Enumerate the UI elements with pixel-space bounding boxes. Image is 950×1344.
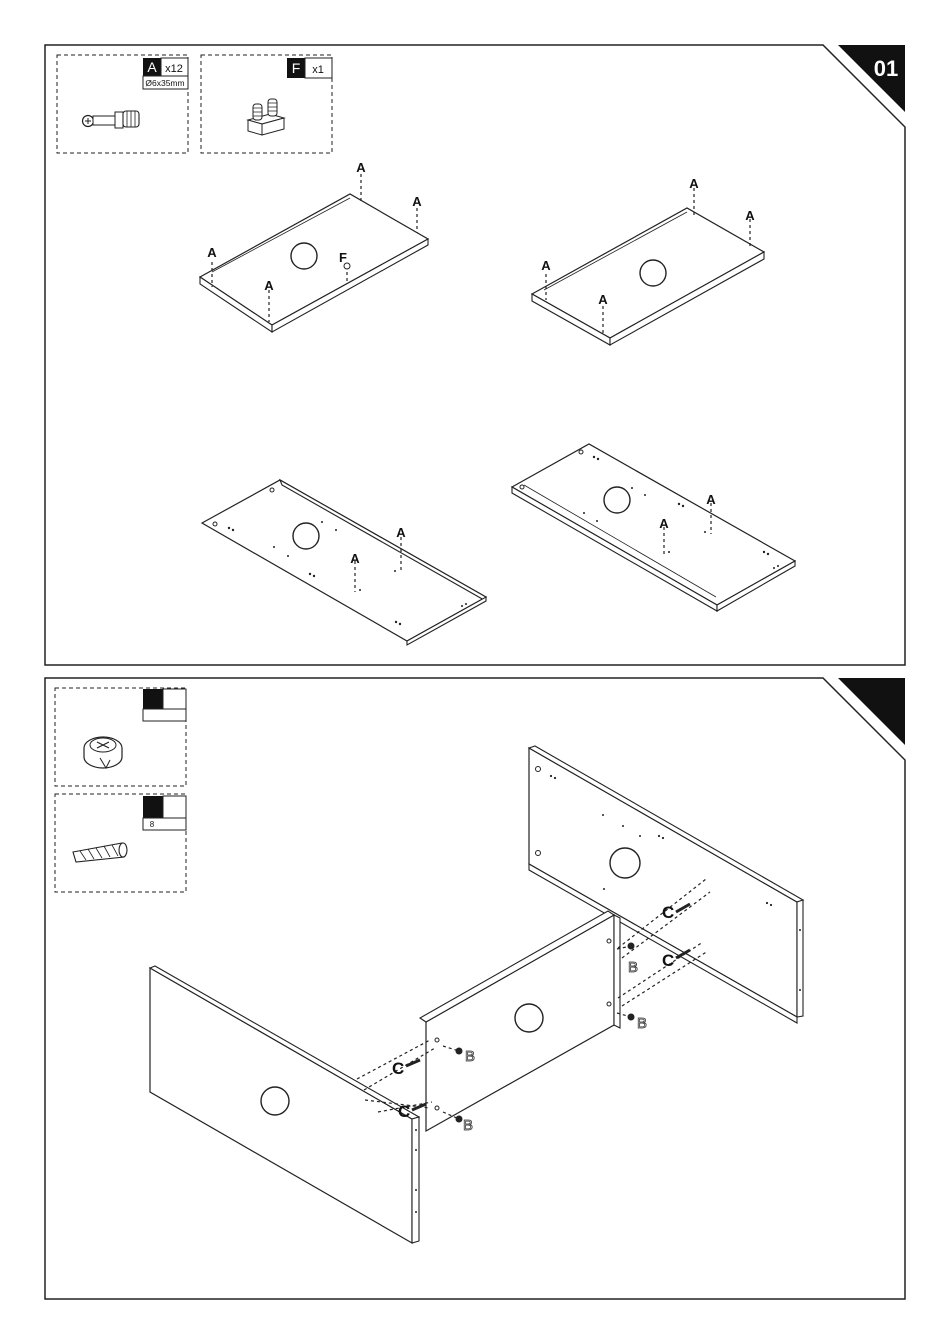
part-box-cam-lock <box>55 688 186 786</box>
callout-b: B <box>637 1015 647 1032</box>
callout-b: B <box>463 1117 473 1134</box>
callout-b: B <box>465 1048 475 1065</box>
front-panel <box>150 966 419 1243</box>
part-f-letter: F <box>292 60 301 76</box>
orientation-circle <box>293 523 319 549</box>
callout-f: F <box>339 250 347 265</box>
callout-a: A <box>745 208 755 223</box>
callout-a: A <box>706 492 716 507</box>
orientation-circle <box>291 243 317 269</box>
callout-a: A <box>264 278 274 293</box>
part-box-dowel: 8 <box>55 794 186 892</box>
callout-c: C <box>662 903 674 922</box>
cam-bolt-icon <box>83 111 140 128</box>
step-2-badge <box>838 678 905 745</box>
orientation-circle <box>640 260 666 286</box>
part-a-letter: A <box>147 59 157 75</box>
cam-lock-icon <box>84 737 122 768</box>
part-box-a: A x12 Ø6x35mm <box>57 55 188 153</box>
orientation-circle <box>261 1087 289 1115</box>
callout-a: A <box>356 160 366 175</box>
orientation-circle <box>610 848 640 878</box>
callout-a: A <box>598 292 608 307</box>
middle-panel <box>420 911 620 1131</box>
part-a-spec: Ø6x35mm <box>145 78 184 88</box>
callout-a: A <box>350 551 360 566</box>
callout-c: C <box>662 951 674 970</box>
callout-a: A <box>541 258 551 273</box>
wooden-dowel-icon <box>73 843 127 862</box>
step-1-number: 01 <box>874 56 898 81</box>
board-top-left: A A A A F <box>200 160 428 332</box>
callout-a: A <box>689 176 699 191</box>
orientation-circle <box>604 487 630 513</box>
part-box-f: F x1 <box>201 55 332 153</box>
part-a-qty: x12 <box>165 63 183 75</box>
board-bottom-left: A A <box>202 480 486 645</box>
callout-c: C <box>398 1102 410 1121</box>
callout-a: A <box>207 245 217 260</box>
callout-a: A <box>659 516 669 531</box>
board-top-right: A A A A <box>532 176 764 345</box>
callout-a: A <box>396 525 406 540</box>
part-f-qty: x1 <box>312 64 324 76</box>
board-bottom-right: A A <box>512 444 795 611</box>
orientation-circle <box>515 1004 543 1032</box>
part-dowel-qty: 8 <box>150 820 155 829</box>
callout-c: C <box>392 1059 404 1078</box>
callout-a: A <box>412 194 422 209</box>
shelf-support-icon <box>248 99 284 135</box>
callout-b: B <box>628 959 638 976</box>
